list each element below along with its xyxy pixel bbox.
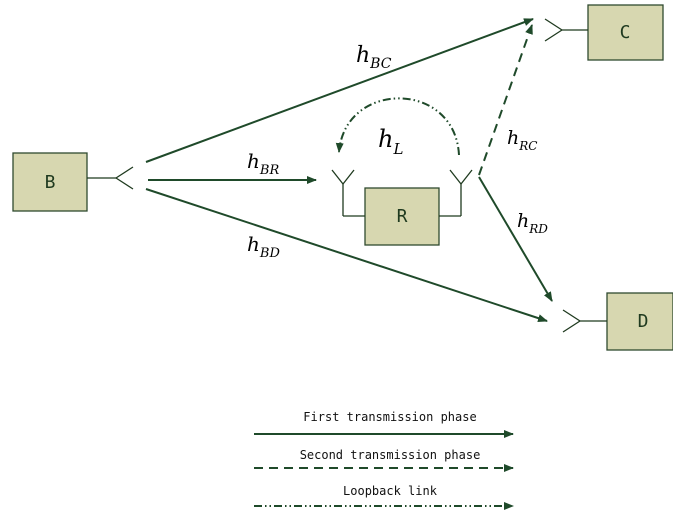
label-h-rd: hRD [517, 210, 548, 236]
label-h-bc: hBC [356, 43, 392, 72]
node-r-box [364, 187, 440, 246]
legend: First transmission phase Second transmis… [254, 410, 514, 510]
node-b-label: B [45, 172, 56, 193]
node-r-label: R [397, 206, 408, 227]
label-h-l: hL [378, 125, 403, 158]
legend-first-label: First transmission phase [303, 410, 476, 424]
node-c: C [587, 4, 664, 61]
antenna-b-icon [87, 166, 134, 190]
link-b-to-d [145, 188, 548, 322]
antenna-r-receive-icon [331, 169, 365, 217]
label-h-rc: hRC [507, 127, 537, 153]
link-r-to-c [478, 24, 533, 176]
antenna-r-transmit-icon [439, 169, 473, 217]
legend-loopback-label: Loopback link [343, 484, 438, 498]
node-b: B [12, 152, 88, 212]
node-c-label: C [620, 22, 631, 43]
antenna-d-icon [562, 309, 607, 333]
link-r-to-d [478, 176, 553, 302]
node-b-box [12, 152, 88, 212]
node-c-box [587, 4, 664, 61]
loopback-link [335, 97, 460, 156]
link-b-to-c [145, 18, 534, 163]
node-d: D [606, 292, 673, 351]
antenna-c-icon [544, 18, 588, 42]
label-h-br: hBR [247, 149, 279, 178]
node-r: R [364, 187, 440, 246]
legend-second-label: Second transmission phase [300, 448, 481, 462]
node-d-label: D [638, 311, 649, 332]
label-h-bd: hBD [247, 232, 280, 261]
